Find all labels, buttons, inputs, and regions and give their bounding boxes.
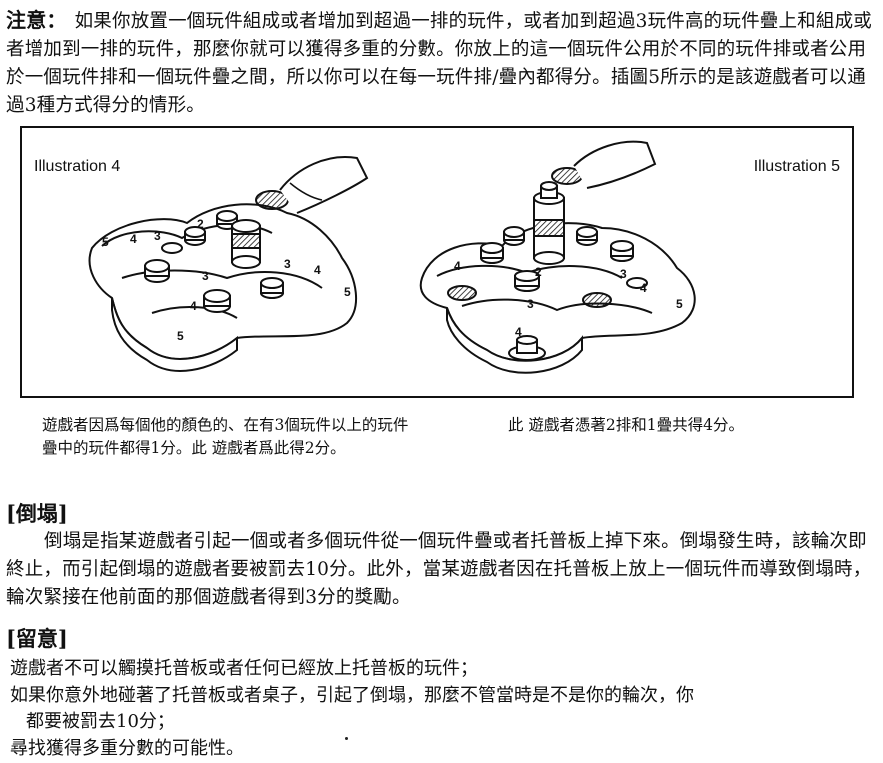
board-number: 5: [344, 285, 351, 299]
stray-mark: [345, 737, 348, 740]
board-number: 3: [284, 257, 291, 271]
caution-heading: [留意]: [6, 626, 68, 651]
board-number: 4: [515, 325, 522, 339]
illustration-5-caption: 此 遊戲者憑著2排和1疊共得4分。: [508, 416, 745, 434]
board-number: 4: [454, 259, 461, 273]
list-item: 如果你意外地碰著了托普板或者桌子，引起了倒塌，那麼不管當時是不是你的輪次，你: [10, 684, 694, 706]
list-item: 遊戲者不可以觸摸托普板或者任何已經放上托普板的玩件；: [10, 658, 478, 679]
illustration-5-board: [419, 140, 696, 374]
board-number: 5: [676, 297, 683, 311]
collapse-paragraph: 倒塌是指某遊戲者引起一個或者多個玩件從一個玩件疊或者托普板上掉下來。倒塌發生時，…: [6, 528, 878, 612]
collapse-text: 倒塌是指某遊戲者引起一個或者多個玩件從一個玩件疊或者托普板上掉下來。倒塌發生時，…: [6, 531, 872, 608]
board-number: 3: [154, 229, 161, 243]
board-number: 4: [314, 263, 321, 277]
intro-paragraph: 注意：如果你放置一個玩件組成或者增加到超過一排的玩件，或者加到超過3玩件高的玩件…: [6, 6, 878, 120]
game-board-illustrations: 5 4 3 2 3 3 4 5 4 5: [88, 140, 696, 374]
board-number: 5: [177, 329, 184, 343]
list-item: 尋找獲得多重分數的可能性。: [10, 737, 244, 759]
list-item: 都要被罰去10分；: [26, 711, 175, 732]
board-number: 3: [527, 297, 534, 311]
board-number: 5: [102, 235, 109, 249]
note-label: 注意：: [6, 8, 67, 32]
board-number: 4: [190, 299, 197, 313]
illustration-panel: Illustration 4 Illustration 5: [20, 126, 854, 398]
illustration-4-caption: 遊戲者因爲每個他的顏色的、在有3個玩件以上的玩件疊中的玩件都得1分。此 遊戲者爲…: [42, 416, 409, 457]
board-number: 4: [640, 281, 647, 295]
board-number: 3: [620, 267, 627, 281]
caution-list: 遊戲者不可以觸摸托普板或者任何已經放上托普板的玩件； 如果你意外地碰著了托普板或…: [10, 656, 878, 762]
intro-text: 如果你放置一個玩件組成或者增加到超過一排的玩件，或者加到超過3玩件高的玩件疊上和…: [6, 11, 872, 116]
board-number: 2: [535, 265, 542, 279]
illustration-5-label: Illustration 5: [753, 158, 840, 175]
illustration-4-number-labels: 5 4 3 2 3 3 4 5 4 5: [102, 217, 351, 343]
collapse-heading: [倒塌]: [6, 501, 68, 526]
illustration-5-number-labels: 4 2 3 3 4 4 5: [454, 259, 683, 339]
illustration-4-label: Illustration 4: [34, 158, 121, 175]
board-number: 2: [197, 217, 204, 231]
board-number: 4: [130, 232, 137, 246]
board-number: 3: [202, 269, 209, 283]
illustration-4-board: [88, 156, 369, 372]
